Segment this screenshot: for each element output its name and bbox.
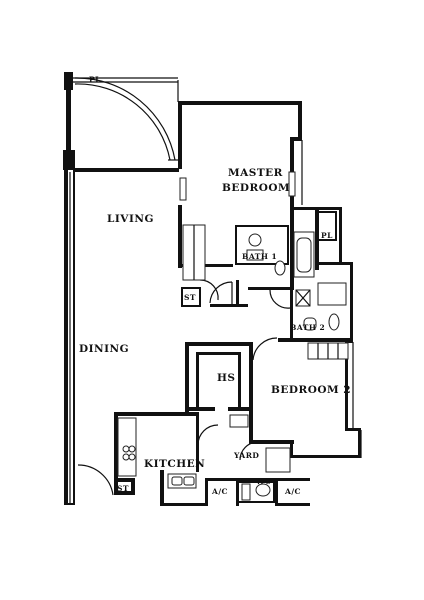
label-master-line2: BEDROOM <box>222 182 290 194</box>
fixtures <box>115 171 349 503</box>
label-hs: HS <box>217 372 236 384</box>
label-pl-top: PL <box>89 75 101 84</box>
label-bedroom2: BEDROOM 2 <box>271 384 351 396</box>
window-lines <box>69 77 362 503</box>
label-dining: DINING <box>79 343 129 355</box>
label-bath2: BATH 2 <box>290 323 325 332</box>
label-pl-right: PL <box>321 231 333 240</box>
label-st-lower: ST <box>117 484 129 493</box>
label-living: LIVING <box>107 213 154 225</box>
label-master-line1: MASTER <box>228 167 283 179</box>
room-labels: PL LIVING DINING MASTER BEDROOM BATH 1 P… <box>79 75 351 496</box>
label-st-upper: ST <box>184 293 196 302</box>
door-swings <box>74 77 291 496</box>
label-yard: YARD <box>233 451 259 460</box>
label-wc: WC <box>255 477 271 486</box>
label-kitchen: KITCHEN <box>144 458 205 470</box>
label-ac-right: A/C <box>284 487 301 496</box>
label-ac-left: A/C <box>211 487 228 496</box>
outer-walls <box>63 72 361 506</box>
label-bath1: BATH 1 <box>242 252 277 261</box>
